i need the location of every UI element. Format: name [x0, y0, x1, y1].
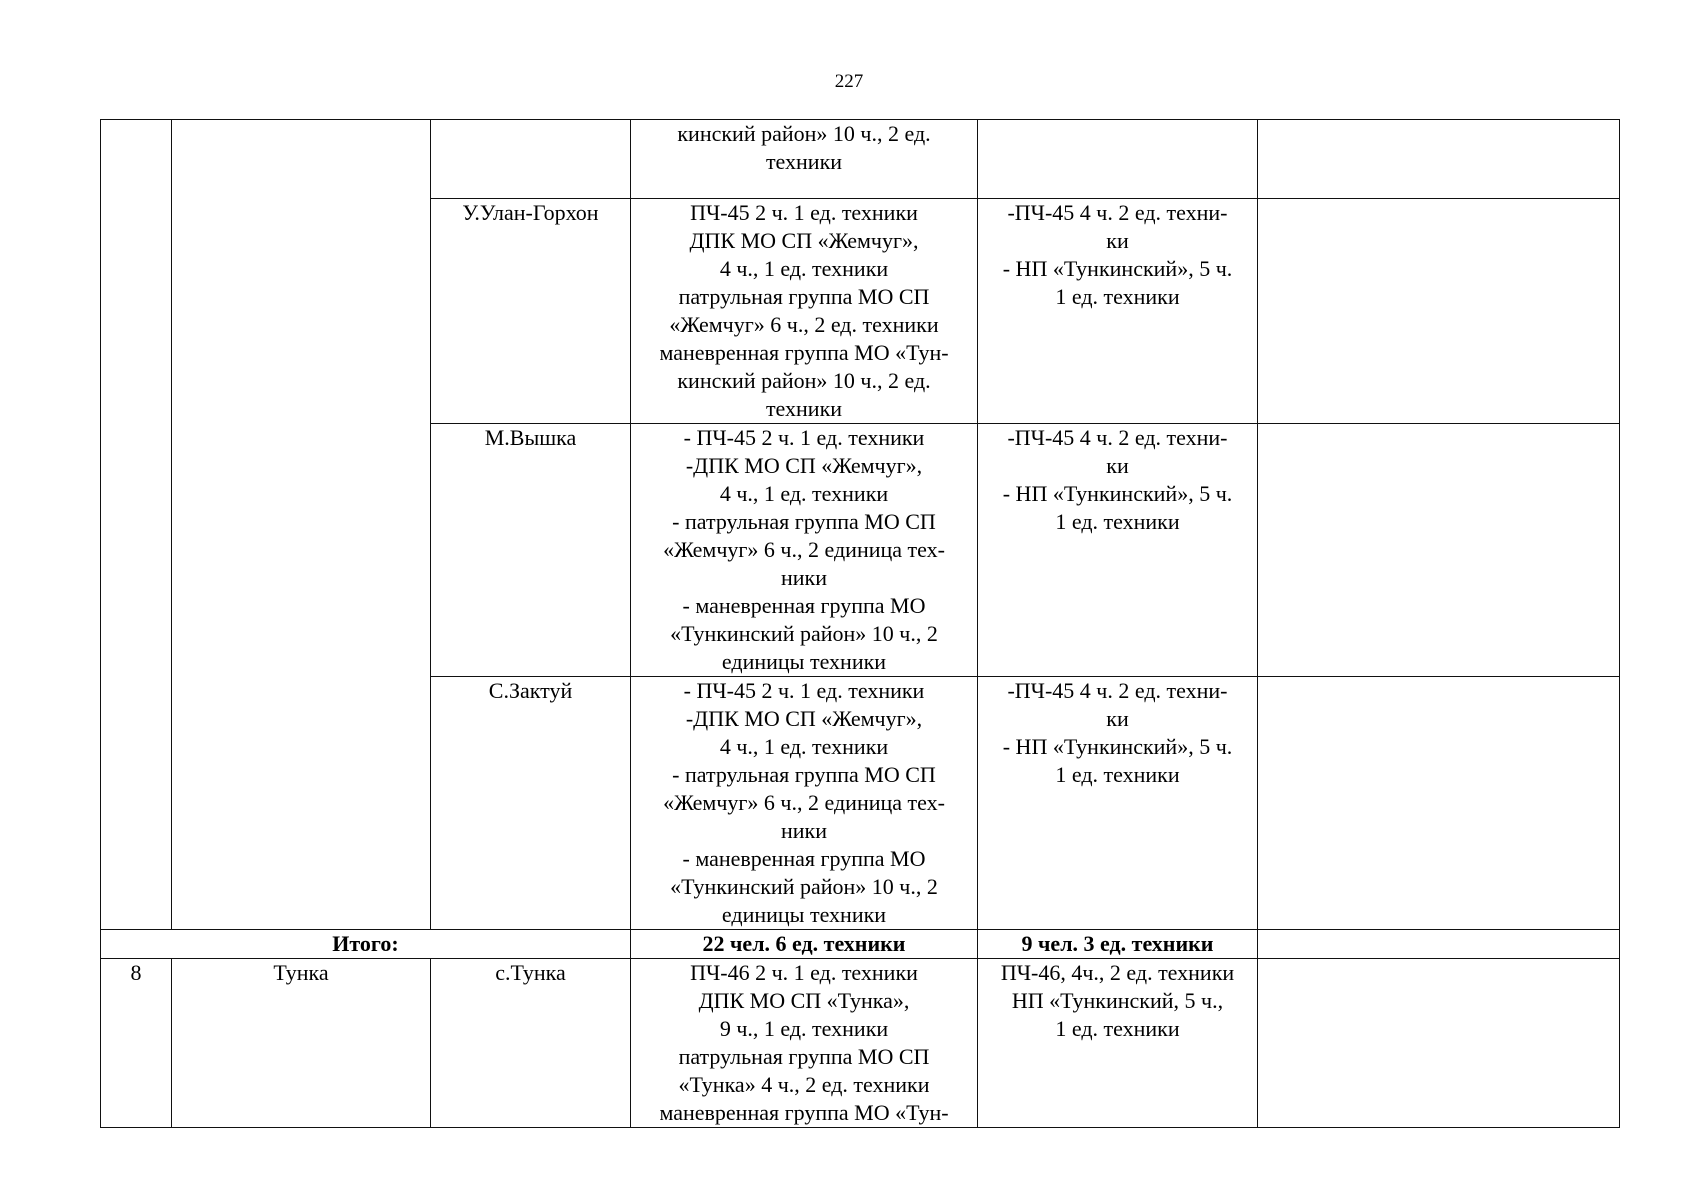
settlement-cell	[430, 119, 631, 199]
total-reserve-forces: 9 чел. 3 ед. техники	[977, 929, 1258, 959]
settlement-cell: с.Тунка	[430, 958, 631, 1128]
total-forces: 22 чел. 6 ед. техники	[630, 929, 978, 959]
notes-cell	[1257, 119, 1620, 199]
settlement-cell: С.Зактуй	[430, 676, 631, 930]
number-cell: 8	[100, 958, 172, 1128]
municipality-cell	[171, 119, 431, 930]
table-row: 8 Тунка с.Тунка ПЧ-46 2 ч. 1 ед. техники…	[100, 958, 1620, 1128]
reserve-forces-cell: -ПЧ-45 4 ч. 2 ед. техни- ки - НП «Тункин…	[977, 423, 1258, 677]
table-row: У.Улан-Горхон ПЧ-45 2 ч. 1 ед. техники Д…	[101, 198, 1620, 424]
notes-cell	[1257, 423, 1620, 677]
table-row: С.Зактуй - ПЧ-45 2 ч. 1 ед. техники -ДПК…	[101, 676, 1620, 930]
settlement-cell: У.Улан-Горхон	[430, 198, 631, 424]
reserve-forces-cell: ПЧ-46, 4ч., 2 ед. техники НП «Тункинский…	[977, 958, 1258, 1128]
notes-cell	[1257, 958, 1620, 1128]
total-label: Итого:	[100, 929, 631, 959]
notes-cell	[1257, 676, 1620, 930]
forces-cell: ПЧ-45 2 ч. 1 ед. техники ДПК МО СП «Жемч…	[630, 198, 978, 424]
total-row: Итого: 22 чел. 6 ед. техники 9 чел. 3 ед…	[100, 929, 1620, 959]
number-cell	[100, 119, 172, 930]
forces-cell: кинский район» 10 ч., 2 ед. техники	[630, 119, 978, 199]
municipality-cell: Тунка	[171, 958, 431, 1128]
reserve-forces-cell	[977, 119, 1258, 199]
settlement-cell: М.Вышка	[430, 423, 631, 677]
table-row: кинский район» 10 ч., 2 ед. техники	[100, 119, 1620, 930]
document-table: кинский район» 10 ч., 2 ед. техники У.Ул…	[100, 119, 1620, 1128]
table-row: М.Вышка - ПЧ-45 2 ч. 1 ед. техники -ДПК …	[101, 423, 1620, 677]
reserve-forces-cell: -ПЧ-45 4 ч. 2 ед. техни- ки - НП «Тункин…	[977, 676, 1258, 930]
notes-cell	[1257, 198, 1620, 424]
total-notes	[1257, 929, 1620, 959]
page-number: 227	[834, 71, 864, 92]
forces-cell: - ПЧ-45 2 ч. 1 ед. техники -ДПК МО СП «Ж…	[630, 676, 978, 930]
forces-cell: - ПЧ-45 2 ч. 1 ед. техники -ДПК МО СП «Ж…	[630, 423, 978, 677]
forces-cell: ПЧ-46 2 ч. 1 ед. техники ДПК МО СП «Тунк…	[630, 958, 978, 1128]
reserve-forces-cell: -ПЧ-45 4 ч. 2 ед. техни- ки - НП «Тункин…	[977, 198, 1258, 424]
